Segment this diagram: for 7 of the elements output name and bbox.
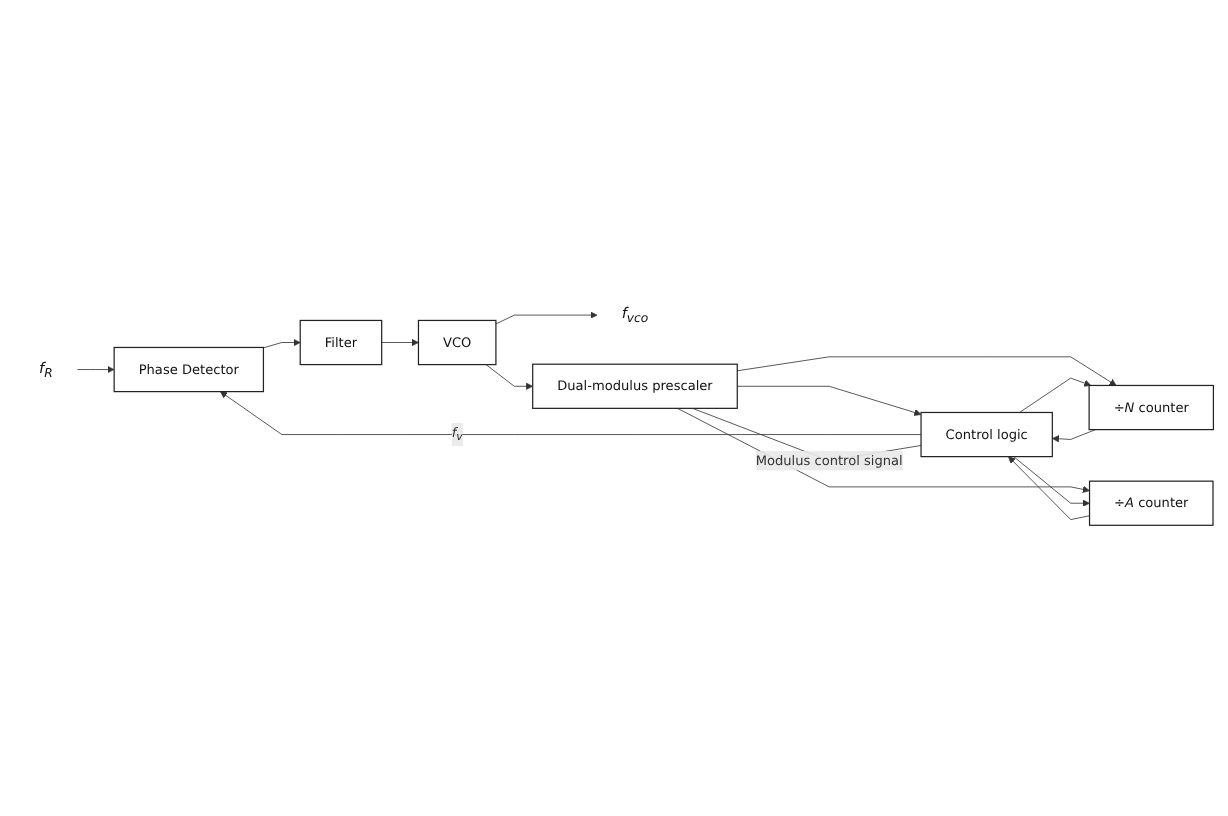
- node-box: [1088, 480, 1214, 526]
- node-box: [113, 346, 265, 393]
- node-box: [532, 363, 738, 410]
- node-box: [299, 319, 383, 366]
- node-box: [417, 319, 497, 366]
- node-box: [920, 411, 1053, 458]
- node-box: [1088, 384, 1215, 431]
